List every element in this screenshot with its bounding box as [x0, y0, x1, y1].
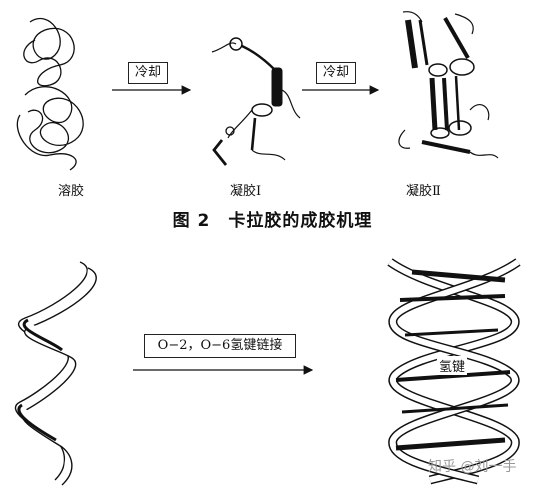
- gel-one-label: 凝胶Ⅰ: [230, 184, 262, 199]
- sol-random-coils: [16, 17, 84, 171]
- figure-title: 图 2 卡拉胶的成胶机理: [172, 211, 373, 231]
- cooling-box-1: 冷却: [128, 62, 168, 84]
- gel-two-label: 凝胶Ⅱ: [406, 184, 441, 199]
- gel-one-drawing: [211, 37, 301, 166]
- cooling-label-2: 冷却: [322, 65, 349, 80]
- cooling-box-2: 冷却: [316, 62, 356, 84]
- helix-hydrogen-bond-label: 氢键: [437, 356, 468, 375]
- single-helix: [14, 261, 97, 486]
- hydrogen-bond-box: O−2，O−6氢键链接: [144, 334, 296, 358]
- cooling-label-1: 冷却: [134, 65, 161, 80]
- hydrogen-bond-label: O−2，O−6氢键链接: [157, 338, 283, 353]
- double-helix: [387, 258, 521, 485]
- sol-label: 溶胶: [58, 184, 85, 199]
- watermark: 知乎 @刘一手: [428, 459, 517, 475]
- gel-two-drawing: [398, 11, 499, 159]
